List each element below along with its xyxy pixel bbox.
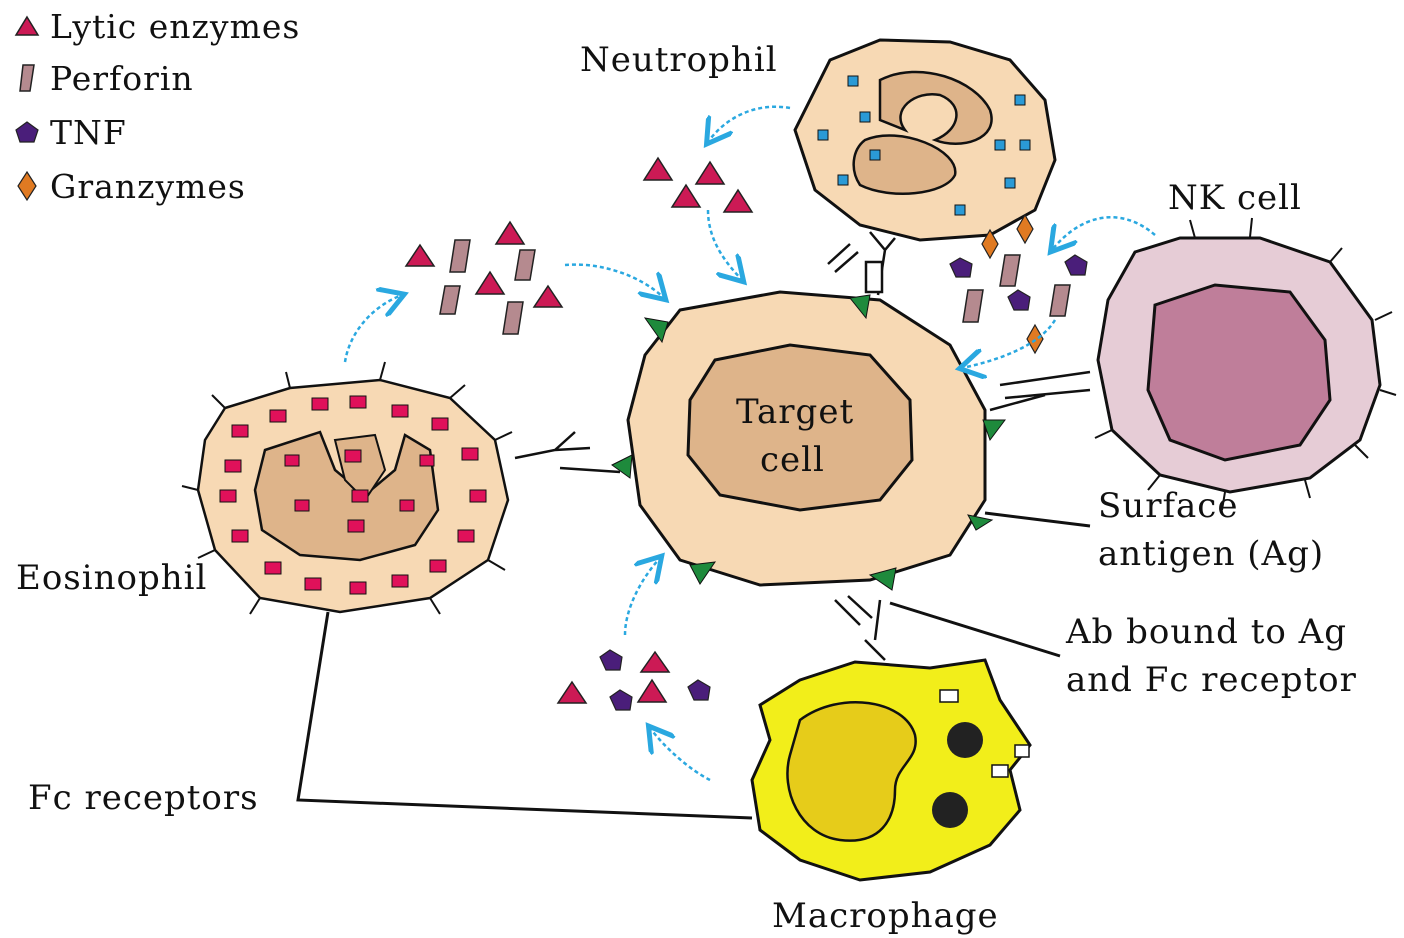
target-cell-label-line2: cell [760, 440, 825, 480]
ab-bound-label-line1: Ab bound to Ag [1066, 612, 1347, 652]
target-cell-label-line1: Target [736, 392, 854, 432]
surface-antigen-label-line2: antigen (Ag) [1098, 534, 1324, 574]
ab-bound-label-line2: and Fc receptor [1066, 660, 1357, 700]
macrophage [752, 660, 1030, 880]
macrophage-label: Macrophage [772, 896, 999, 936]
fc-receptors-label: Fc receptors [28, 778, 259, 818]
neutrophil [795, 40, 1055, 240]
surface-antigen-label-line1: Surface [1098, 486, 1238, 526]
nk-cell [1095, 218, 1396, 510]
eosinophil [182, 362, 512, 614]
eosinophil-label: Eosinophil [16, 558, 207, 598]
neutrophil-label: Neutrophil [580, 40, 778, 80]
nk-cell-label: NK cell [1168, 178, 1302, 218]
